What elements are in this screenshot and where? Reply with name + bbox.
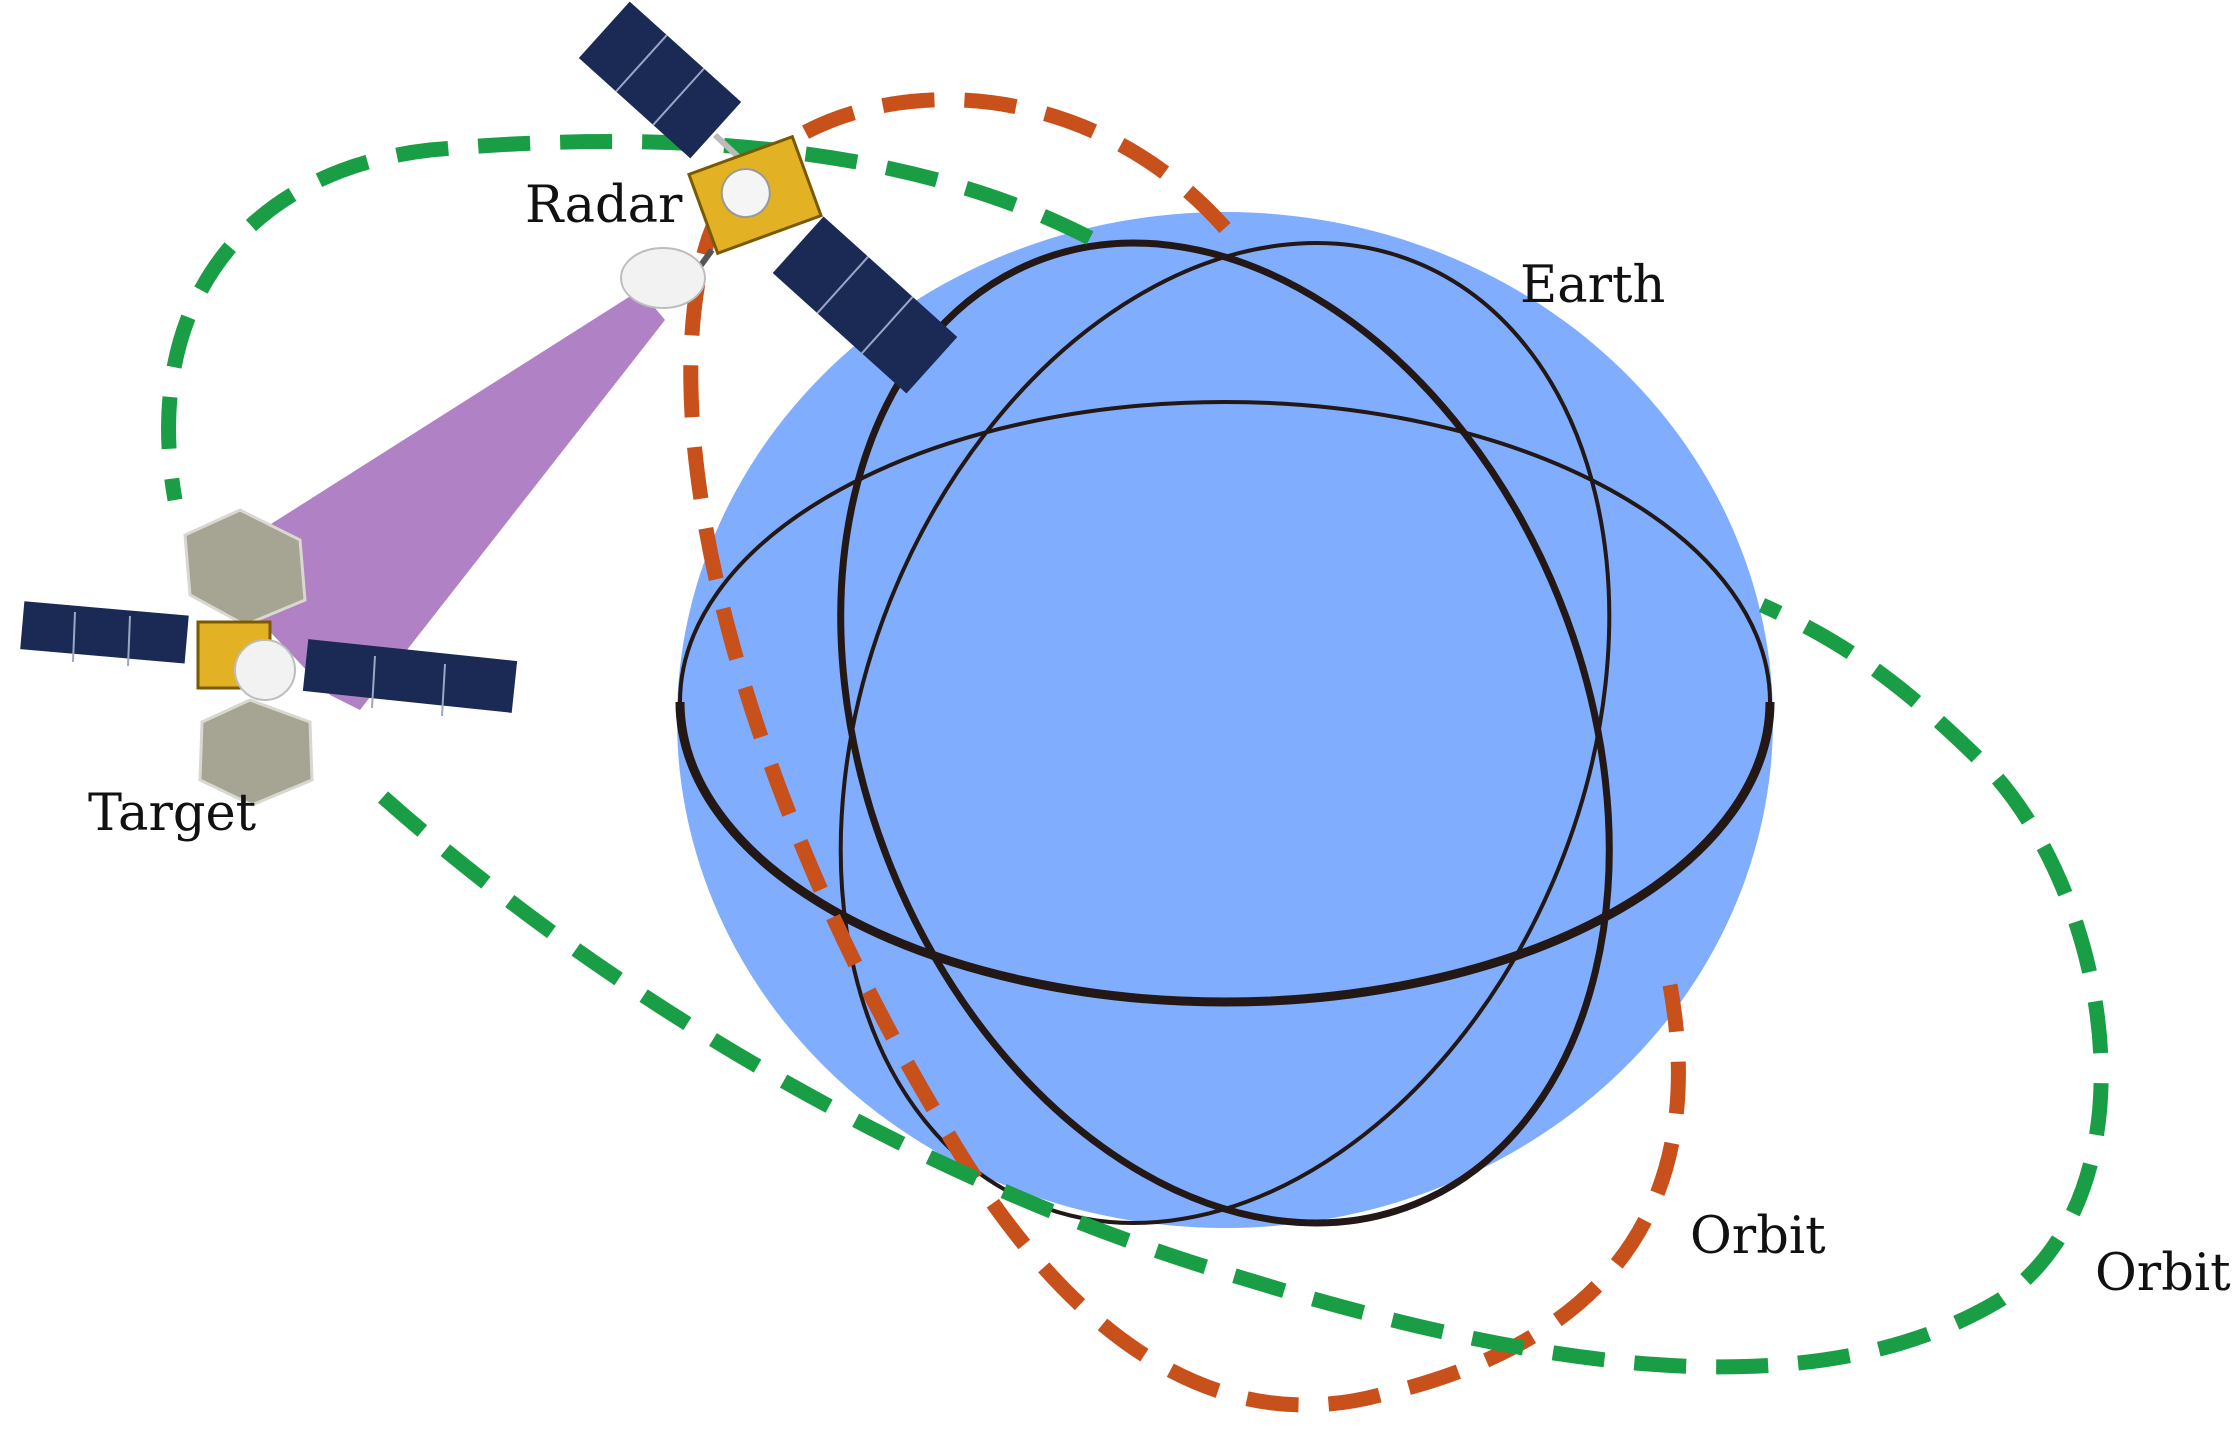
earth-grid bbox=[675, 239, 1775, 1227]
radar-label: Radar bbox=[525, 176, 683, 235]
earth-sphere bbox=[677, 212, 1773, 1228]
target-label: Target bbox=[88, 784, 257, 843]
target-antenna bbox=[234, 639, 296, 701]
target-hex-reflector-lower bbox=[198, 698, 314, 807]
earth-meridian-front bbox=[837, 239, 1613, 1227]
orbit-green-label: Orbit bbox=[2095, 1244, 2231, 1303]
earth-equator-front bbox=[675, 701, 1775, 1007]
radar-solar-panel-upper bbox=[578, 1, 742, 159]
radar-satellite bbox=[578, 1, 958, 394]
orbit-orange-path bbox=[683, 92, 1686, 1413]
radar-dish-antenna bbox=[620, 247, 706, 309]
radar-beam bbox=[230, 290, 665, 710]
radar-bus bbox=[687, 134, 823, 256]
earth-label: Earth bbox=[1520, 256, 1665, 315]
radar-solar-panel-lower bbox=[772, 216, 958, 394]
orbit-green-path bbox=[161, 134, 2109, 1375]
orbit-orange-label: Orbit bbox=[1690, 1207, 1826, 1266]
target-solar-panel-left bbox=[20, 601, 189, 664]
target-satellite bbox=[20, 508, 518, 807]
target-solar-panel-right bbox=[302, 639, 518, 713]
